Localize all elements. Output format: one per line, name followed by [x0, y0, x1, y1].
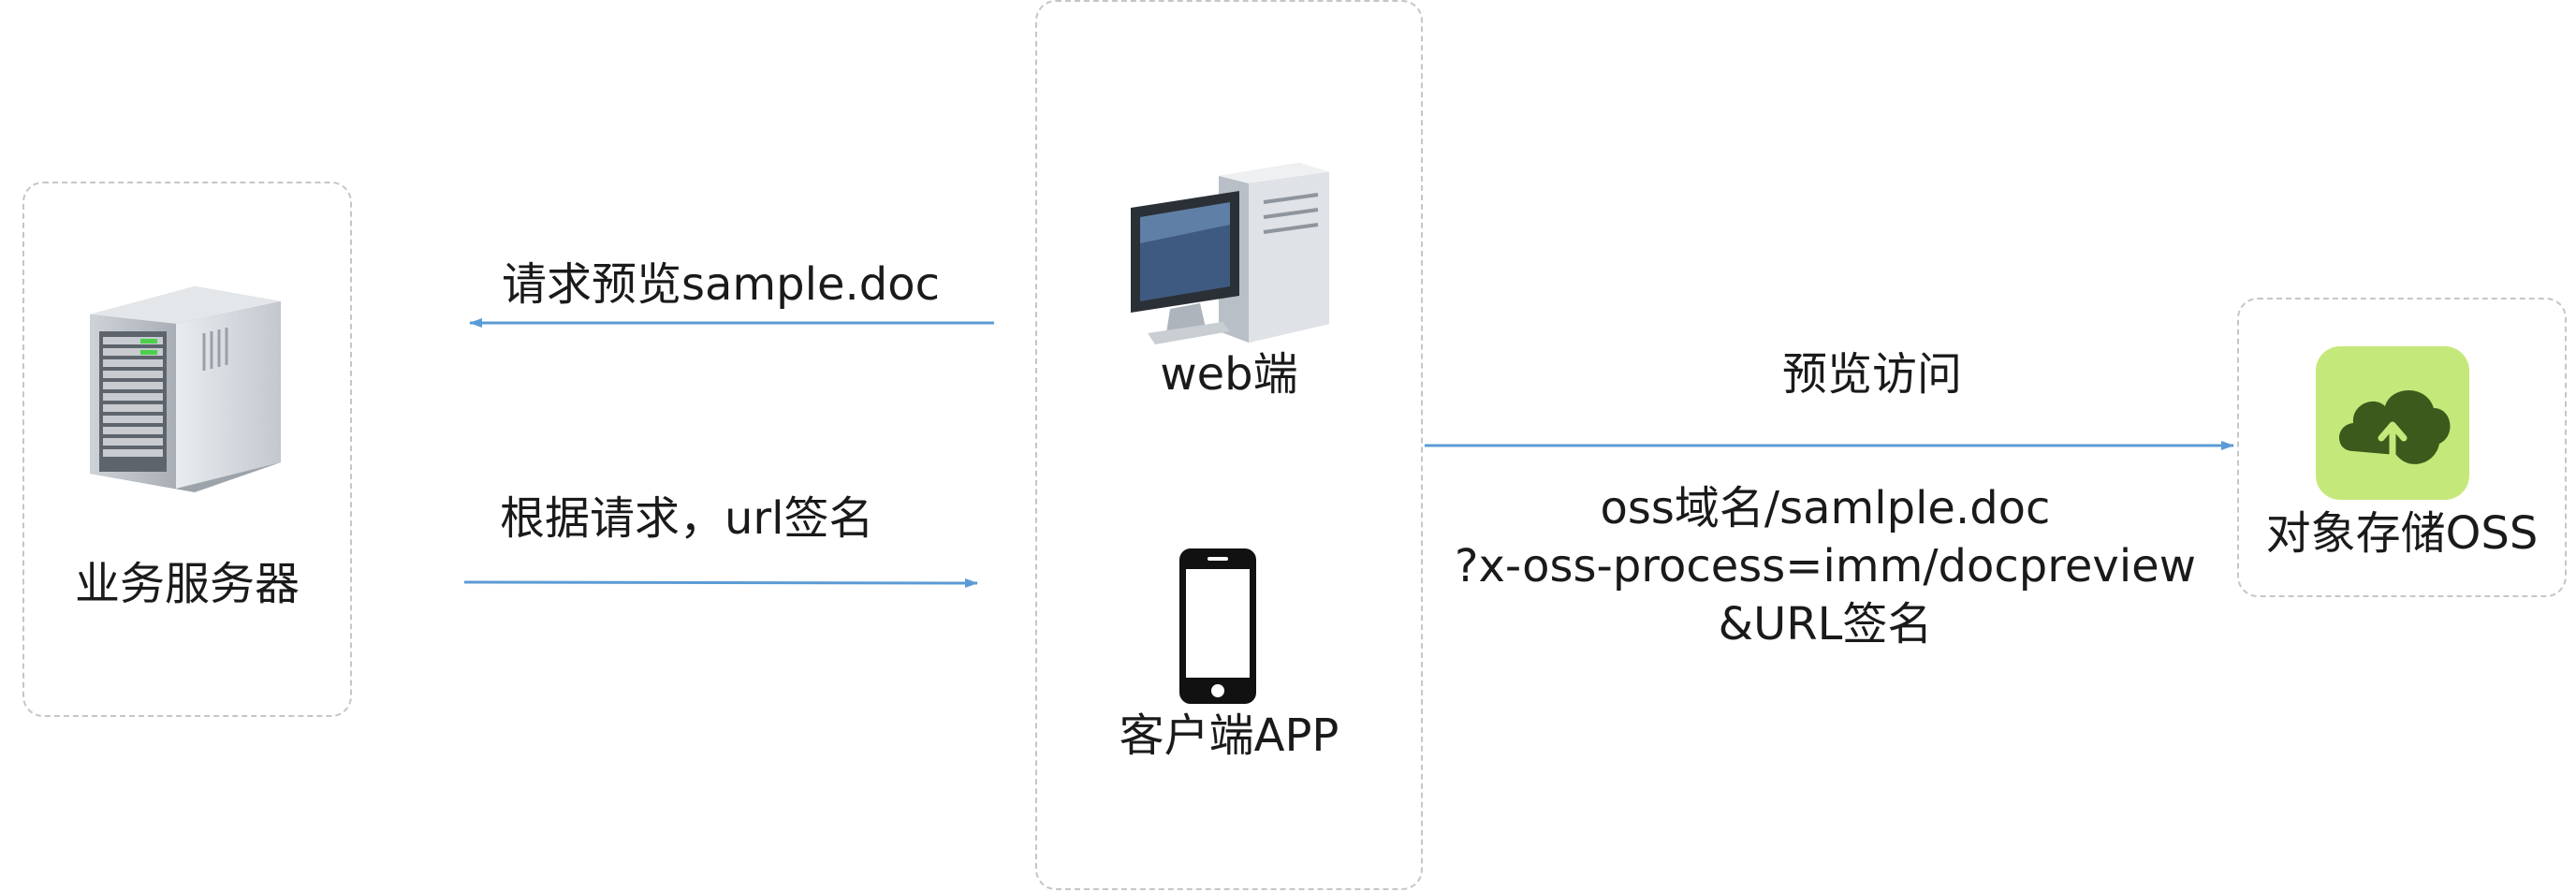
oss-label: 对象存储OSS [2265, 507, 2539, 560]
sign-url-label: 根据请求，url签名 [500, 492, 874, 545]
app-client-label: 客户端APP [1119, 709, 1339, 762]
preview-access-detail: oss域名/samlple.doc ?x-oss-process=imm/doc… [1432, 479, 2218, 653]
preview-access-detail-line1: oss域名/samlple.doc [1600, 482, 2051, 534]
preview-access-label: 预览访问 [1781, 348, 1962, 401]
web-client-label: web端 [1160, 348, 1298, 401]
business-server-label: 业务服务器 [74, 558, 300, 610]
arrow-sign-url [463, 578, 978, 588]
server-icon [90, 286, 281, 492]
preview-access-detail-line2: ?x-oss-process=imm/docpreview [1455, 540, 2196, 592]
smartphone-icon [1179, 548, 1256, 704]
desktop-computer-icon [1131, 163, 1329, 344]
client-box [1035, 0, 1423, 890]
request-preview-label: 请求预览sample.doc [502, 258, 941, 311]
preview-access-detail-line3: &URL签名 [1718, 598, 1933, 651]
oss-cloud-icon [2316, 346, 2469, 500]
